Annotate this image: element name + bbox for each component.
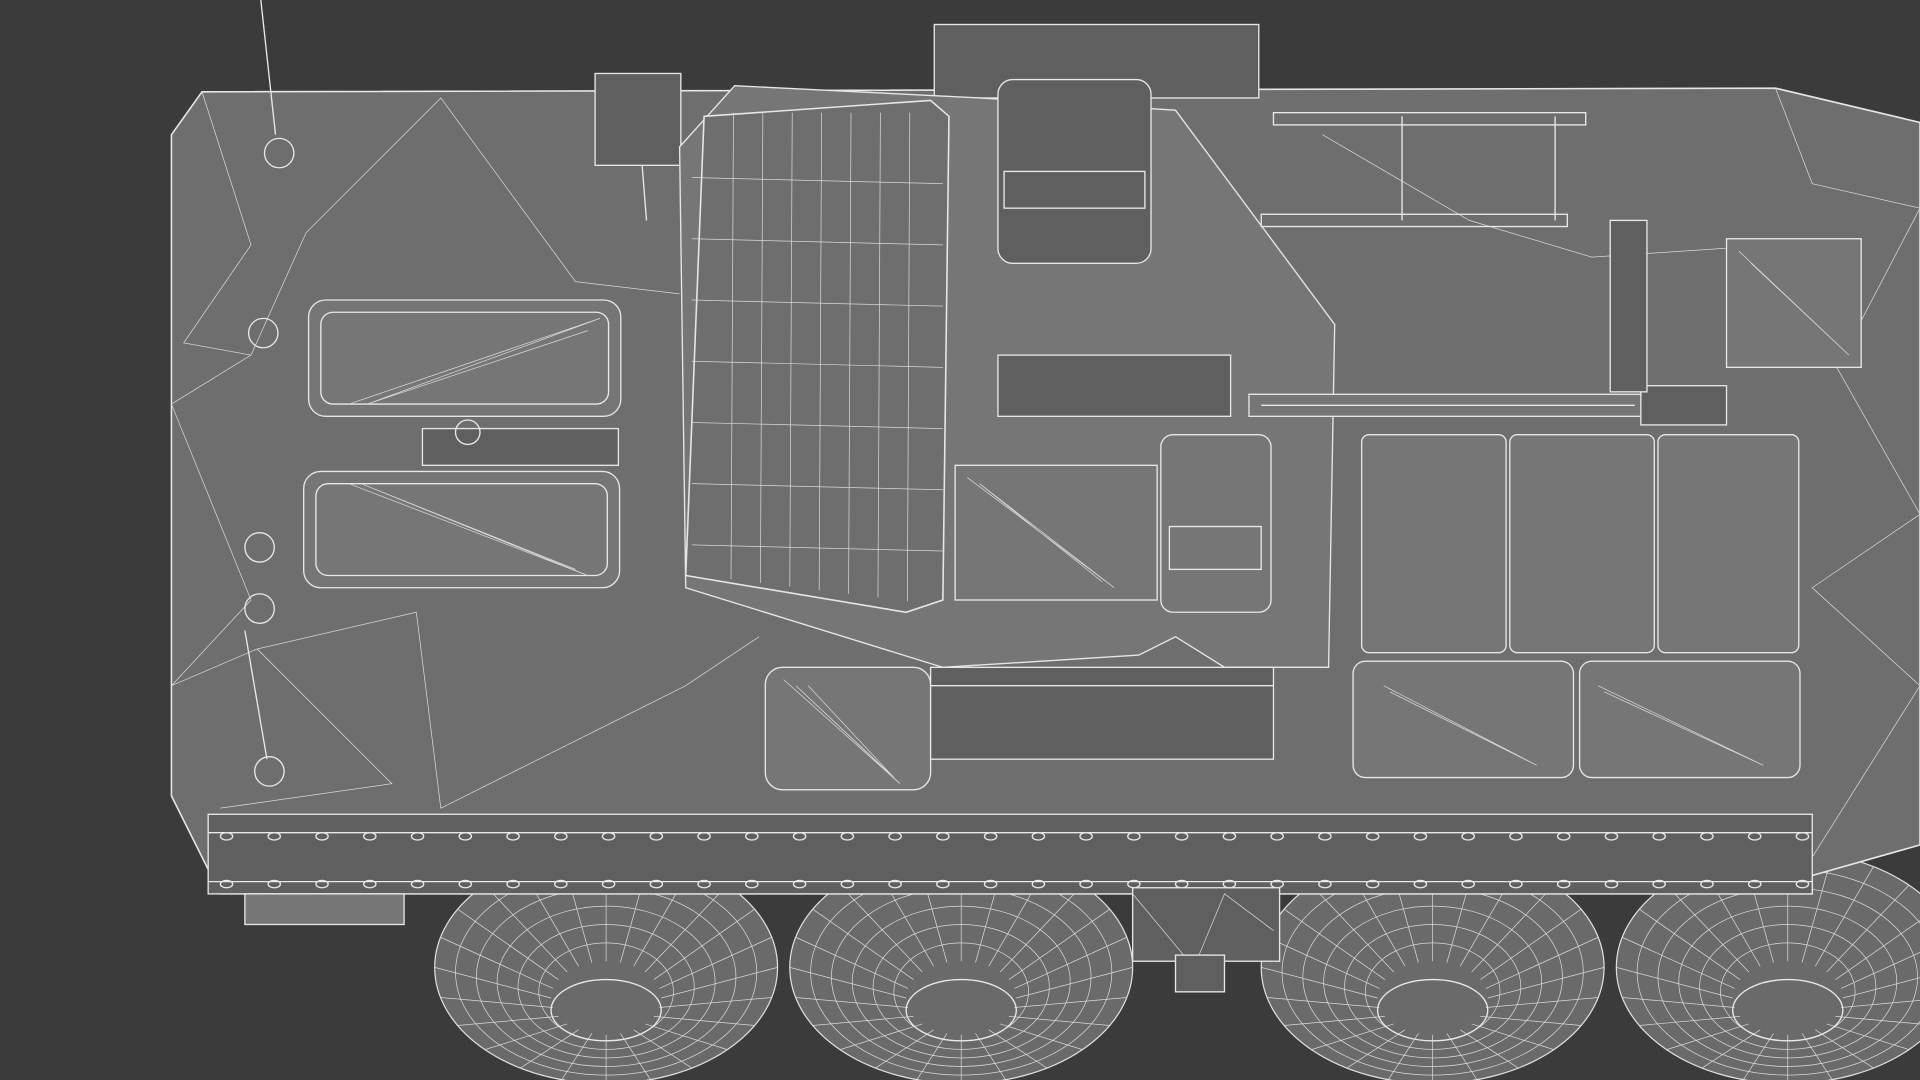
rivet — [1652, 831, 1666, 841]
rivet — [1604, 879, 1619, 889]
rivet — [1222, 831, 1237, 841]
rivet — [1461, 879, 1475, 889]
rivet — [1700, 879, 1714, 889]
rivet — [745, 879, 759, 889]
rivet — [410, 831, 425, 841]
rack — [1260, 111, 1862, 393]
rivet — [1413, 879, 1428, 889]
rivet — [363, 879, 377, 889]
rivet-row — [219, 831, 1810, 889]
rivet — [840, 831, 855, 841]
rivet — [601, 879, 616, 889]
rivet — [840, 879, 855, 889]
rivet — [792, 879, 807, 889]
rivet — [1747, 831, 1762, 841]
gun-barrel — [1248, 385, 1728, 426]
rivet — [745, 831, 759, 841]
rivet — [1700, 831, 1714, 841]
rivet — [315, 879, 329, 889]
rivet — [506, 831, 520, 841]
turret-mesh — [691, 112, 943, 602]
rivet — [983, 831, 998, 841]
rivet — [1604, 831, 1619, 841]
rivet — [1795, 831, 1810, 841]
rivet — [1127, 831, 1141, 841]
rivet — [1509, 831, 1523, 841]
rivet — [697, 879, 711, 889]
rivet — [1174, 831, 1189, 841]
rivet — [1365, 879, 1380, 889]
rivet — [1079, 879, 1093, 889]
rivet — [1556, 831, 1571, 841]
wheel — [789, 850, 1134, 1080]
rivet — [554, 879, 568, 889]
antennas — [244, 0, 682, 787]
rivet — [1413, 831, 1428, 841]
rivet — [1556, 879, 1571, 889]
wheels — [434, 850, 1920, 1080]
rivet — [1031, 879, 1046, 889]
rivet — [1652, 879, 1666, 889]
hatches — [244, 299, 932, 791]
rivet — [315, 831, 329, 841]
rivet — [1270, 831, 1284, 841]
rivet — [1461, 831, 1475, 841]
wheel — [434, 850, 779, 1080]
rivet — [1318, 879, 1332, 889]
turret — [678, 23, 1336, 669]
rivet — [936, 879, 950, 889]
rivet — [649, 831, 664, 841]
rivet — [267, 831, 282, 841]
rivet — [1079, 831, 1093, 841]
rivet — [649, 879, 664, 889]
rivet — [506, 879, 520, 889]
rivet — [888, 831, 902, 841]
rivet — [1318, 831, 1332, 841]
rivet — [601, 831, 616, 841]
rivet — [219, 879, 234, 889]
rivet — [983, 879, 998, 889]
rivet — [219, 831, 234, 841]
wheel — [1615, 850, 1920, 1080]
rivet — [697, 831, 711, 841]
rivet — [410, 879, 425, 889]
rivet — [936, 831, 950, 841]
rivet — [554, 831, 568, 841]
rivet — [1795, 879, 1810, 889]
storage-boxes — [929, 434, 1801, 779]
rivet — [1509, 879, 1523, 889]
rivet — [1365, 831, 1380, 841]
rivet — [363, 831, 377, 841]
rivet — [1747, 879, 1762, 889]
rivet — [458, 831, 473, 841]
rivet — [888, 879, 902, 889]
wheel — [1260, 850, 1605, 1080]
rivet — [1031, 831, 1046, 841]
rivet — [267, 879, 282, 889]
rivet — [458, 879, 473, 889]
rivet — [792, 831, 807, 841]
